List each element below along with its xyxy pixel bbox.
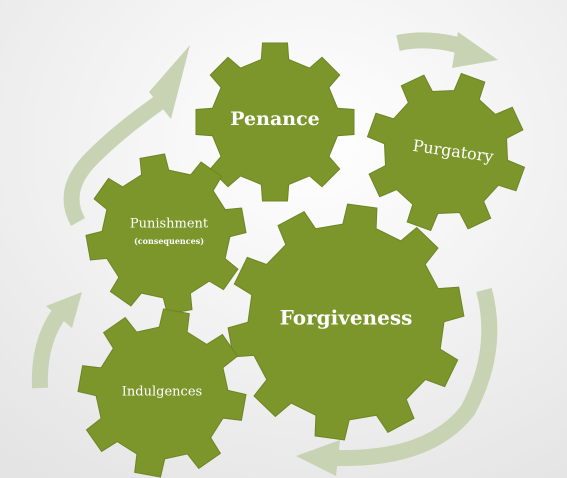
arrow-head [452,32,498,68]
arrow-shaft [31,305,69,389]
gear-label-penance: Penance [230,108,319,130]
gear-indulgences [77,308,247,478]
gear-label-punishment: Punishment [130,217,209,232]
gear-punishment [85,153,247,315]
arrow-punishment-to-penance [63,45,190,226]
arrow-forgiveness-to-indulgences [296,287,498,476]
gear-label-forgiveness: Forgiveness [280,306,413,330]
cycle-arrows [31,32,498,476]
arrow-penance-to-purgatory [396,32,498,68]
gear-label-indulgences: Indulgences [122,385,202,400]
gear-sublabel-punishment: (consequences) [134,236,204,246]
arrow-head [296,440,340,476]
gears [77,42,526,478]
arrow-head [46,292,82,328]
arrow-indulgences-to-punishment [31,292,82,389]
arrow-shaft [335,287,498,467]
arrow-head [149,45,190,119]
arrow-shaft [63,95,165,226]
gear-penance [195,42,355,202]
gear-purgatory [366,72,526,232]
gear-forgiveness [227,203,465,441]
